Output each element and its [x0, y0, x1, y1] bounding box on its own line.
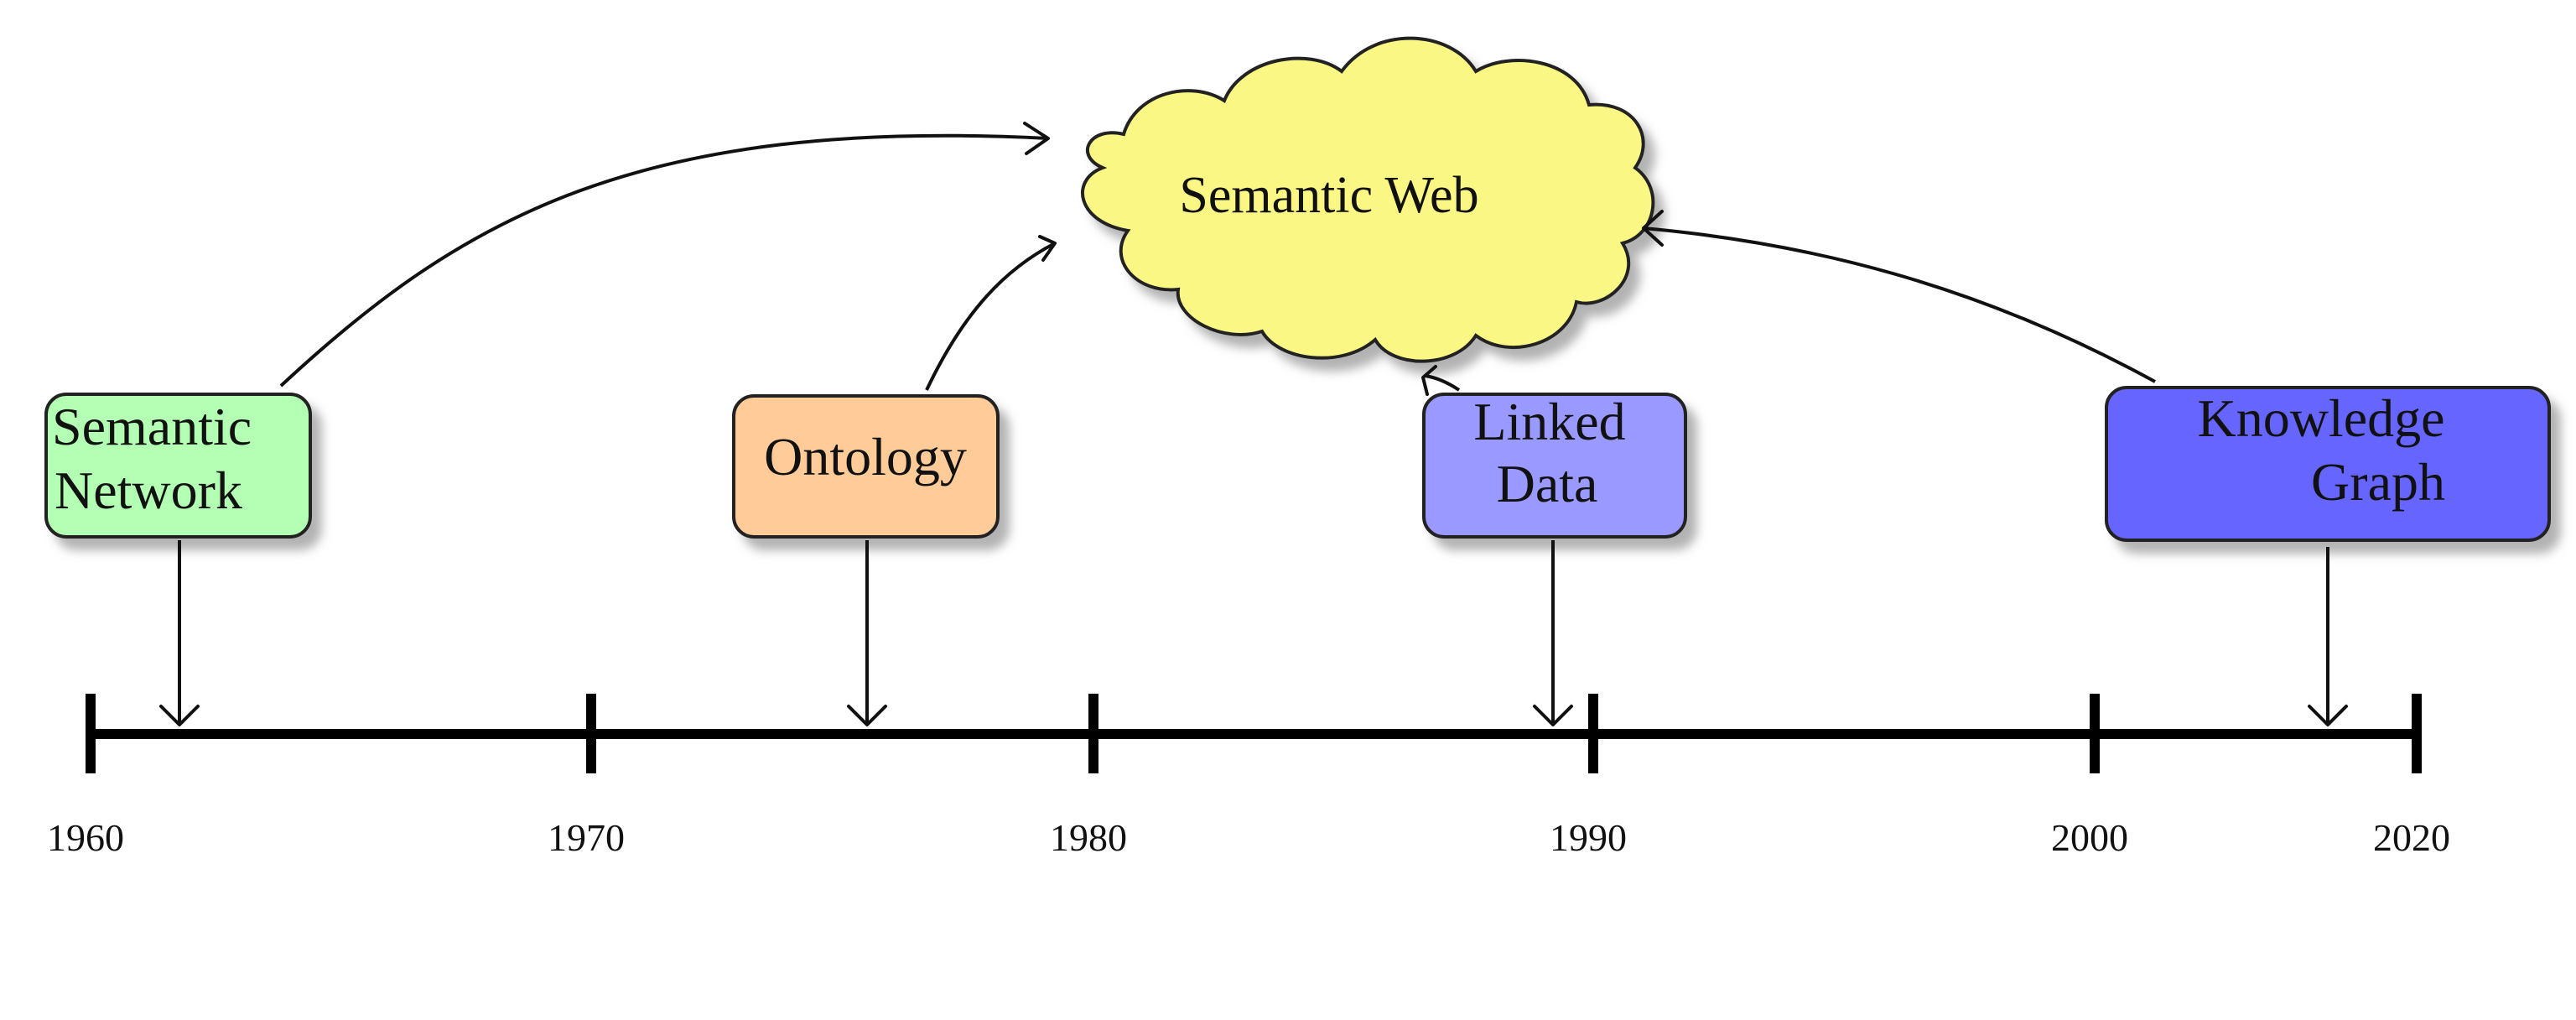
tick-label: 1970: [548, 816, 625, 859]
connector-linked-data: [1425, 374, 1461, 392]
node-semantic-network: Semantic Network: [44, 393, 312, 539]
node-line: Ontology: [764, 427, 967, 487]
tick-label: 2000: [2051, 816, 2128, 859]
arrowhead-icon: [847, 705, 887, 726]
node-line: Network: [55, 461, 242, 520]
node-box: [2105, 386, 2551, 542]
cloud-shape: [1081, 36, 1655, 363]
node-line: Graph: [2311, 452, 2445, 512]
tick-label: 1960: [47, 816, 124, 859]
timeline-axis: 1960 1970 1980 1990 2000 2020: [47, 694, 2450, 859]
tick-label: 1990: [1550, 816, 1627, 859]
connector-semantic-network: [279, 133, 1049, 388]
arrowhead-icon: [159, 705, 200, 726]
node-line: Linked: [1473, 392, 1625, 451]
connectors: [279, 122, 2156, 396]
arrowhead-icon: [1023, 122, 1050, 155]
node-linked-data: Linked Data: [1422, 392, 1687, 539]
node-ontology: Ontology: [732, 394, 1000, 539]
node-line: Data: [1497, 454, 1598, 513]
node-box: [1422, 393, 1687, 539]
tick-label: 2020: [2373, 816, 2450, 859]
arrowhead-icon: [1421, 365, 1437, 396]
arrowhead-icon: [1038, 235, 1057, 262]
tick-label: 1980: [1050, 816, 1127, 859]
node-knowledge-graph: Knowledge Graph: [2105, 386, 2551, 542]
node-line: Knowledge: [2197, 388, 2444, 448]
connector-knowledge-graph: [1643, 226, 2156, 383]
semantic-web-cloud: Semantic Web: [1081, 36, 1655, 363]
arrowhead-icon: [2308, 705, 2348, 726]
node-box: [732, 394, 1000, 539]
arrowhead-icon: [1642, 210, 1664, 247]
node-box: [44, 393, 312, 539]
connector-ontology: [925, 242, 1056, 391]
arrowhead-icon: [1533, 705, 1573, 726]
drop-lines: [159, 540, 2348, 726]
node-line: Semantic: [52, 397, 252, 456]
cloud-label: Semantic Web: [1179, 167, 1478, 224]
